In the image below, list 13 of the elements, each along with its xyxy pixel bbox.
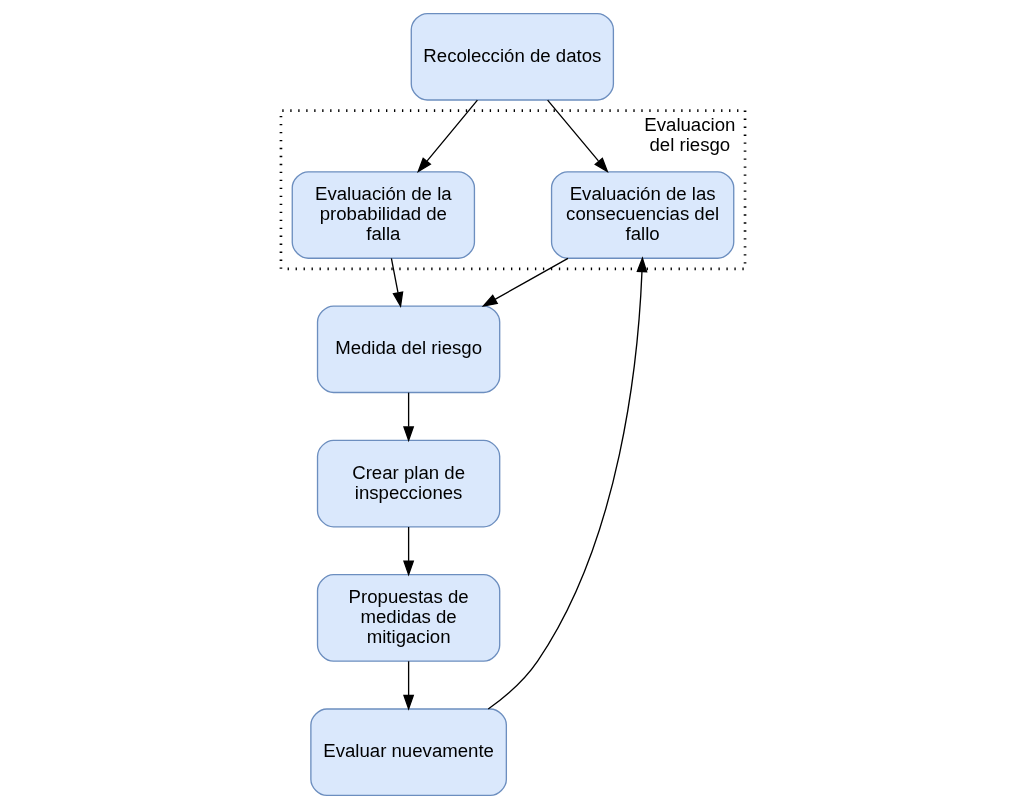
arrow: [402, 660, 414, 711]
arrow: [487, 256, 648, 710]
node-box: Evaluación de las consecuencias del fallo: [550, 171, 734, 259]
node-box: Evaluar nuevamente: [309, 708, 507, 797]
arrow: [402, 392, 414, 443]
arrow: [390, 257, 403, 308]
node-box: Medida del riesgo: [316, 305, 500, 394]
node-box: Crear plan de inspecciones: [316, 439, 500, 528]
node-box: Evaluación de la probabilidad de falla: [291, 171, 475, 259]
arrow: [402, 526, 414, 577]
node-box: Propuestas de medidas de mitigacion: [316, 574, 500, 662]
arrow: [546, 99, 609, 174]
node-box: Recolección de datos: [410, 12, 614, 101]
